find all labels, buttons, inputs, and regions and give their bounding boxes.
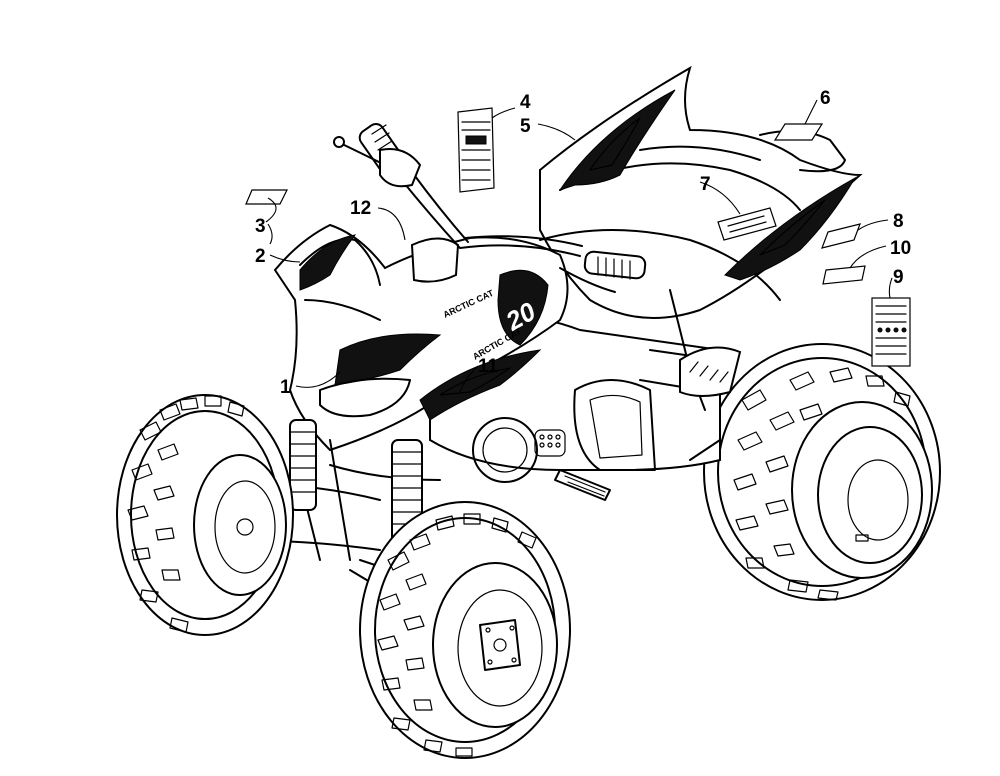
rear-fender-and-seat [539, 65, 911, 367]
leader-4 [491, 107, 516, 119]
leader-5 [537, 123, 576, 141]
leader-11 [459, 365, 479, 393]
callout-1: 1 [280, 377, 291, 398]
leader-7 [699, 181, 741, 215]
callout-5: 5 [520, 116, 531, 137]
front-left-wheel [116, 394, 294, 636]
leader-9 [888, 277, 893, 299]
callout-9: 9 [893, 267, 904, 288]
callout-3: 3 [255, 216, 266, 237]
leader-6 [804, 99, 818, 125]
callout-11: 11 [478, 356, 499, 377]
front-body: 20 ARCTIC CAT ARCTIC CAT [245, 189, 569, 452]
leader-10 [849, 245, 887, 269]
rear-right-wheel [703, 343, 941, 601]
leader-lines [265, 99, 893, 393]
callout-7: 7 [700, 174, 711, 195]
leader-3 [267, 223, 273, 245]
decal-sheet-4-5 [457, 107, 495, 193]
callout-10: 10 [890, 238, 911, 259]
callout-4: 4 [520, 92, 531, 113]
callout-2: 2 [255, 246, 266, 267]
callout-labels: 1 2 3 4 5 6 7 8 9 10 11 12 [255, 88, 911, 398]
handlebars [333, 123, 647, 293]
leader-1 [295, 371, 341, 388]
callout-6: 6 [820, 88, 831, 109]
leader-2 [269, 254, 301, 263]
callout-12: 12 [350, 198, 371, 219]
front-right-wheel [359, 501, 571, 759]
leader-12 [377, 207, 406, 241]
callout-8: 8 [893, 211, 904, 232]
leader-8 [857, 219, 889, 231]
